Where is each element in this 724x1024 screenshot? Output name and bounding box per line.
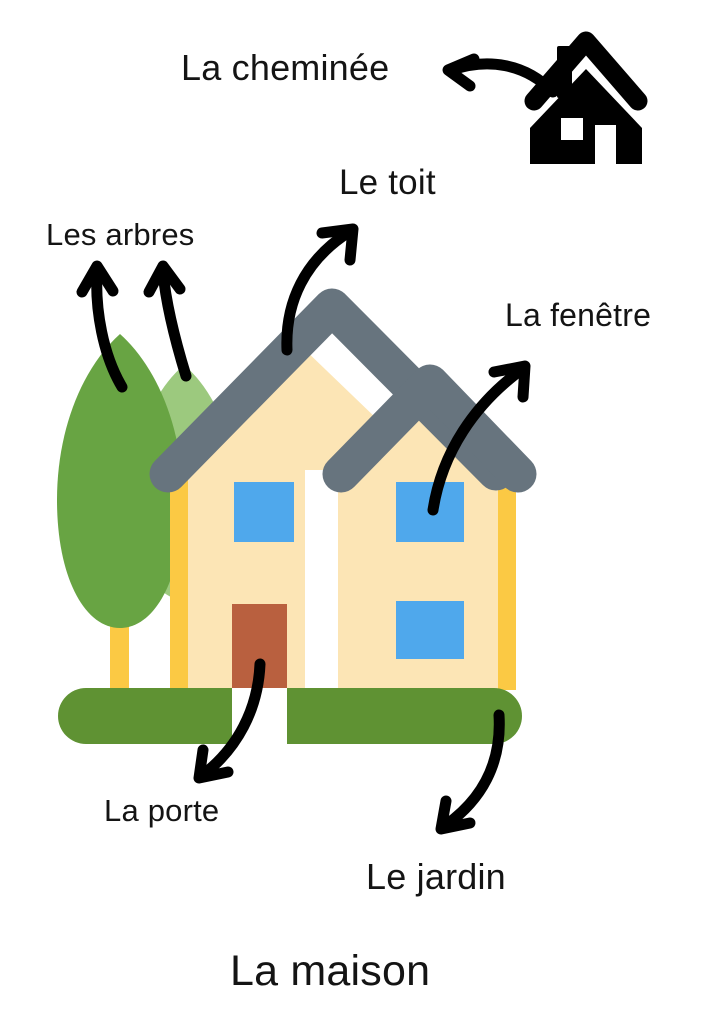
window-upper-left <box>234 482 294 542</box>
house-icon <box>524 31 648 164</box>
window-upper-right <box>396 482 464 542</box>
curved-arrow-up-right-icon-2 <box>143 260 192 382</box>
label-door: La porte <box>104 793 220 828</box>
label-roof: Le toit <box>339 163 436 202</box>
garden-path <box>232 688 287 746</box>
window-lower-right <box>396 601 464 659</box>
tree-front-dark <box>57 334 183 695</box>
label-trees: Les arbres <box>46 217 195 252</box>
curved-arrow-up-right-icon <box>281 223 359 356</box>
curved-arrow-up-left-icon <box>76 260 128 393</box>
door <box>232 604 287 688</box>
roof <box>149 288 537 493</box>
tree-back-light <box>132 365 236 690</box>
curved-arrow-up-right-icon-3 <box>427 360 531 516</box>
label-window: La fenêtre <box>505 297 652 333</box>
label-garden: Le jardin <box>366 856 506 897</box>
house-right-block <box>300 345 516 690</box>
page-title: La maison <box>230 947 431 995</box>
garden-ground <box>58 688 522 746</box>
curved-arrow-left-icon <box>442 53 559 98</box>
curved-arrow-down-left-icon-2 <box>435 709 505 835</box>
curved-arrow-down-left-icon <box>193 658 266 784</box>
label-chimney: La cheminée <box>181 47 390 88</box>
house-block-gap <box>305 470 338 692</box>
house-left-block <box>170 345 300 690</box>
